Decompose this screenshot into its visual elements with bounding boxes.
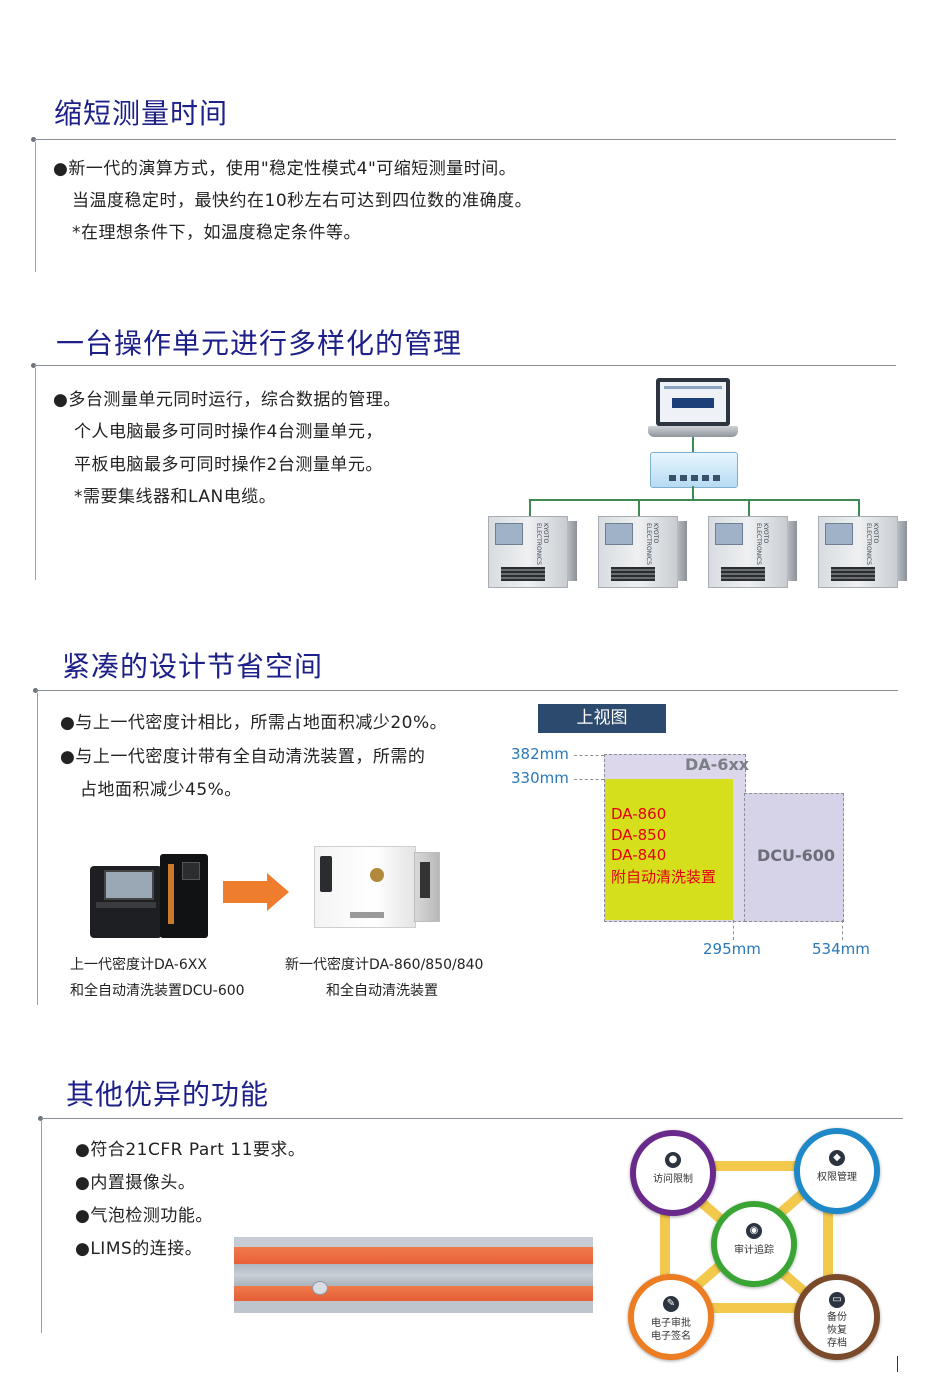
old-product-caption: 和全自动清洗装置DCU-600	[70, 983, 245, 999]
feature-audit-trail: ◉ 审计追踪	[711, 1201, 797, 1287]
section-rule	[34, 365, 896, 366]
model-label: DA-850	[611, 826, 667, 844]
body-line: 当温度稳定时，最快约在10秒左右可达到四位数的准确度。	[72, 191, 533, 211]
measuring-unit-icon: KYOTO ELECTRONICS	[488, 516, 577, 588]
dim-guide	[733, 920, 734, 940]
body-line: ●内置摄像头。	[75, 1173, 196, 1193]
dim-534: 534mm	[812, 940, 870, 958]
body-line: ●多台测量单元同时运行，综合数据的管理。	[53, 390, 401, 410]
net-link	[692, 437, 694, 453]
drive-icon: ▭	[829, 1292, 845, 1308]
esign-label: 电子签名	[651, 1331, 691, 1342]
rule-dot	[33, 688, 38, 693]
dim-guide	[574, 779, 604, 780]
section-title-management: 一台操作单元进行多样化的管理	[56, 327, 463, 360]
feature-permission-management: ◆ 权限管理	[794, 1128, 880, 1214]
label-dcu600: DCU-600	[757, 846, 836, 865]
connector-line	[664, 1161, 828, 1171]
eye-icon: ◉	[746, 1223, 762, 1239]
esign-label: 电子审批	[651, 1318, 691, 1329]
section-rule	[36, 690, 898, 691]
tag-icon: ◆	[829, 1150, 845, 1166]
body-line: ●LIMS的连接。	[75, 1239, 203, 1259]
arrow-icon	[267, 873, 289, 911]
measuring-unit-icon: KYOTO ELECTRONICS	[818, 516, 907, 588]
section-left-line	[41, 1121, 42, 1333]
top-view-label: 上视图	[538, 704, 666, 733]
feature-electronic-signature: ✎ 电子审批 电子签名	[628, 1274, 714, 1360]
model-label: DA-840	[611, 846, 667, 864]
new-product-caption: 和全自动清洗装置	[326, 983, 438, 999]
bubble-detection-image	[234, 1237, 593, 1313]
model-label: 附自动清洗装置	[611, 868, 717, 886]
rule-dot	[31, 137, 36, 142]
backup-label: 恢复	[827, 1325, 847, 1336]
backup-label: 备份	[827, 1312, 847, 1323]
feature-access-control: ● 访问限制	[630, 1130, 716, 1216]
page-edge-mark	[897, 1356, 898, 1372]
dim-330: 330mm	[511, 769, 569, 787]
measuring-unit-icon: KYOTO ELECTRONICS	[708, 516, 797, 588]
net-link	[529, 499, 531, 517]
dim-382: 382mm	[511, 745, 569, 763]
connector-line	[664, 1303, 828, 1313]
old-product-caption: 上一代密度计DA-6XX	[70, 957, 207, 973]
lan-hub-icon	[650, 452, 738, 488]
section-left-line	[37, 693, 38, 1005]
dim-295: 295mm	[703, 940, 761, 958]
body-line: ●气泡检测功能。	[75, 1206, 213, 1226]
rule-dot	[31, 363, 36, 368]
body-line: ●与上一代密度计相比，所需占地面积减少20%。	[60, 713, 448, 733]
connector-line	[823, 1166, 833, 1308]
section-left-line	[35, 368, 36, 580]
edit-icon: ✎	[663, 1296, 679, 1312]
body-line: 平板电脑最多可同时操作2台测量单元。	[74, 455, 383, 475]
section-title-measure-time: 缩短测量时间	[54, 97, 229, 130]
new-product-caption: 新一代密度计DA-860/850/840	[285, 957, 484, 973]
net-link	[858, 499, 860, 517]
label-da6xx: DA-6xx	[685, 755, 750, 774]
dim-guide	[574, 755, 604, 756]
unit-brand: KYOTO ELECTRONICS	[645, 523, 659, 565]
unit-brand: KYOTO ELECTRONICS	[755, 523, 769, 565]
arrow-icon	[223, 881, 267, 903]
model-label: DA-860	[611, 805, 667, 823]
section-rule	[34, 139, 896, 140]
body-line: *在理想条件下，如温度稳定条件等。	[72, 223, 361, 243]
net-link	[638, 499, 640, 517]
body-line: 个人电脑最多可同时操作4台测量单元，	[74, 422, 383, 442]
body-line: ●符合21CFR Part 11要求。	[75, 1140, 306, 1160]
user-icon: ●	[665, 1152, 681, 1168]
unit-brand: KYOTO ELECTRONICS	[865, 523, 879, 565]
net-link	[529, 499, 859, 501]
body-line: 占地面积减少45%。	[80, 780, 242, 800]
section-rule	[41, 1118, 903, 1119]
unit-brand: KYOTO ELECTRONICS	[535, 523, 549, 565]
body-line: ●新一代的演算方式，使用"稳定性模式4"可缩短测量时间。	[53, 159, 517, 179]
body-line: *需要集线器和LAN电缆。	[74, 487, 277, 507]
backup-label: 存档	[827, 1338, 847, 1349]
dim-guide	[842, 920, 843, 940]
footprint-dcu600	[744, 793, 844, 922]
body-line: ●与上一代密度计带有全自动清洗装置，所需的	[60, 747, 426, 767]
net-link	[748, 499, 750, 517]
feature-backup-restore: ▭ 备份 恢复 存档	[794, 1274, 880, 1360]
section-title-compact: 紧凑的设计节省空间	[62, 650, 324, 683]
connector-line	[660, 1166, 670, 1308]
measuring-unit-icon: KYOTO ELECTRONICS	[598, 516, 687, 588]
net-link	[692, 486, 694, 500]
section-title-other-features: 其他优异的功能	[66, 1078, 270, 1111]
section-left-line	[35, 142, 36, 272]
rule-dot	[38, 1116, 43, 1121]
footprint-da860	[605, 779, 733, 920]
